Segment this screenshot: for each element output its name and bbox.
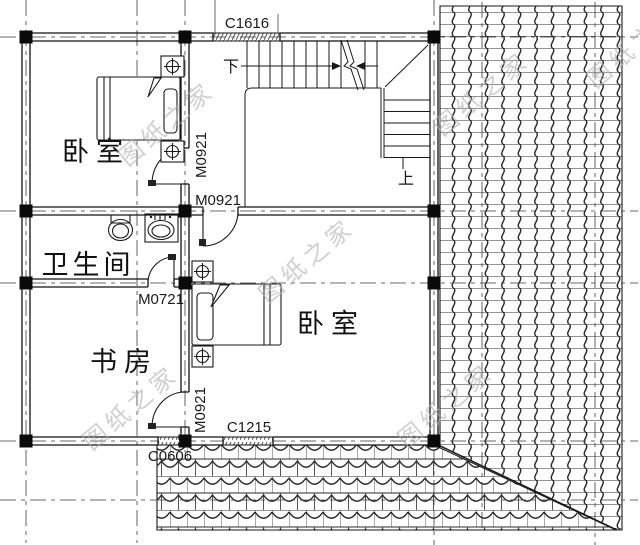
door-bathroom — [147, 254, 176, 284]
room-labels: 卧室 卫生间 书房 卧室 — [42, 137, 365, 377]
roof-right — [439, 5, 623, 531]
staircase — [241, 39, 430, 207]
label-door-bedroom1: M0921 — [193, 132, 210, 178]
wall-right — [429, 33, 439, 445]
stair-corner-diagonal — [384, 44, 429, 88]
label-door-bathroom: M0721 — [138, 291, 184, 308]
label-door-study: M0921 — [192, 387, 209, 433]
annotation-labels: C1616 下 上 M0921 M0921 M0721 M0921 C1215 … — [138, 15, 414, 465]
stair-break-line — [346, 39, 365, 91]
columns — [19, 30, 441, 448]
stair-break-line — [340, 39, 359, 91]
stair-treads-right — [384, 99, 430, 158]
wall-top — [22, 32, 438, 42]
room-label-study: 书房 — [90, 347, 158, 377]
room-label-bedroom1: 卧室 — [62, 137, 130, 167]
nightstand — [191, 260, 214, 283]
door-handle-block — [148, 180, 156, 186]
bed-bedroom1 — [96, 76, 181, 141]
toilet — [107, 214, 134, 242]
room-label-bathroom: 卫生间 — [42, 250, 135, 280]
label-stair-up: 上 — [398, 170, 414, 188]
label-window-c1616: C1616 — [225, 15, 269, 32]
nightstand — [160, 55, 185, 78]
door-bedroom2 — [199, 210, 239, 247]
roof-hip-line — [433, 442, 618, 531]
label-window-c0606: C0606 — [148, 448, 192, 465]
stair-up-arrowhead — [356, 62, 365, 70]
wall-bathroom-study — [30, 278, 181, 288]
door-handle-block — [199, 239, 206, 246]
room-label-bedroom2: 卧室 — [297, 309, 365, 339]
door-handle-block — [168, 254, 176, 260]
nightstand — [160, 140, 185, 163]
door-study — [148, 391, 186, 429]
sink — [144, 213, 179, 243]
nightstand — [191, 345, 214, 368]
windows — [157, 0, 281, 446]
label-stair-down: 下 — [223, 59, 239, 76]
bathroom-fixtures — [107, 213, 179, 243]
bed-bedroom2 — [191, 283, 282, 346]
stair-rail — [244, 87, 381, 207]
label-door-bedroom2: M0921 — [195, 192, 241, 209]
wall-middle — [22, 206, 430, 216]
stair-down-arrowhead — [332, 62, 341, 70]
furniture — [96, 55, 282, 368]
door-handle-block — [148, 423, 156, 429]
label-window-c1215: C1215 — [227, 419, 271, 436]
wall-left — [21, 33, 31, 445]
window-c1616 — [212, 32, 281, 42]
wall-bottom — [22, 436, 438, 446]
